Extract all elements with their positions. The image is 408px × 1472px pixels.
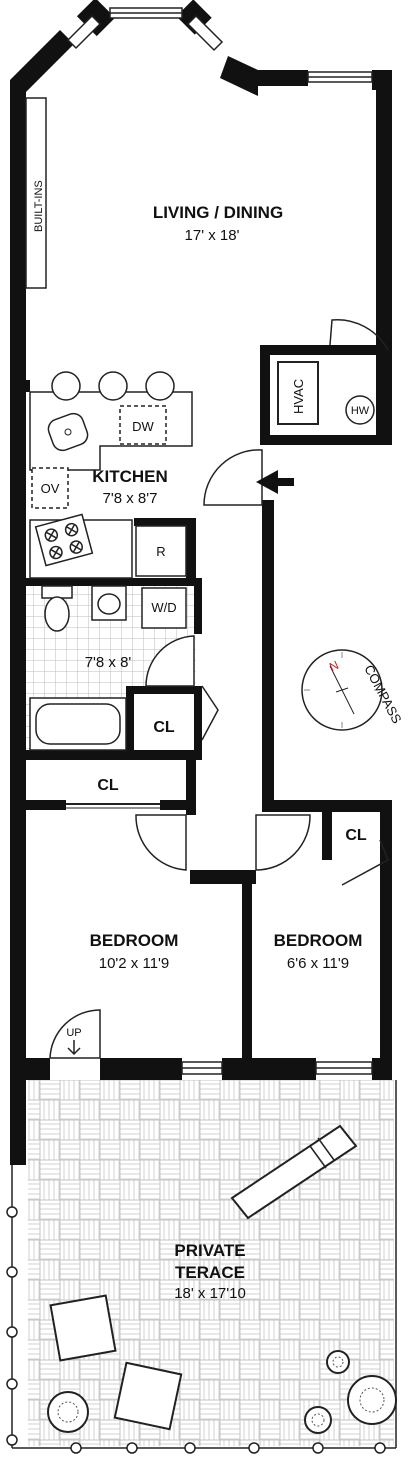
lounge-chair-square-1 xyxy=(49,1294,117,1362)
terrace-title-line2: TERACE xyxy=(175,1263,245,1282)
bath-door xyxy=(145,635,195,687)
terrace-stair: UP xyxy=(66,1027,82,1056)
terrace-title-line1: PRIVATE xyxy=(174,1241,245,1260)
dishwasher-label: DW xyxy=(132,419,154,434)
refrigerator-label: R xyxy=(156,544,165,559)
bath-dims: 7'8 x 8' xyxy=(85,654,132,671)
terrace-dims: 18' x 17'10 xyxy=(174,1285,246,1302)
bathtub xyxy=(29,697,127,751)
compass-rose: N COMPASS xyxy=(301,649,405,731)
planter-4 xyxy=(347,1375,397,1425)
bedroom2-closet-label: CL xyxy=(345,827,367,844)
hvac-label: HVAC xyxy=(291,379,306,414)
terrace-area xyxy=(6,1080,397,1454)
stair-up-label: UP xyxy=(66,1027,81,1039)
kitchen-dims: 7'8 x 8'7 xyxy=(103,490,158,507)
bath-sink xyxy=(91,585,127,621)
toilet xyxy=(41,585,73,632)
bedroom1-title: BEDROOM xyxy=(90,931,179,950)
kitchen-title: KITCHEN xyxy=(92,467,168,486)
walls xyxy=(10,0,392,1165)
bath-closet-door xyxy=(201,685,219,741)
hvac-closet-door xyxy=(329,319,389,351)
oven xyxy=(31,467,69,509)
stove xyxy=(34,513,94,567)
bedroom1-dims: 10'2 x 11'9 xyxy=(99,955,170,972)
bedroom2-door xyxy=(255,814,311,871)
bedroom2-dims: 6'6 x 11'9 xyxy=(287,955,349,972)
bedroom2-closet xyxy=(322,812,332,860)
washer-dryer xyxy=(141,587,187,629)
lounge-chair xyxy=(230,1124,358,1220)
oven-label: OV xyxy=(41,481,60,496)
bath-closet xyxy=(134,694,194,750)
railing xyxy=(6,1080,397,1454)
refrigerator xyxy=(135,525,187,577)
water-heater xyxy=(345,395,375,425)
washer-dryer-label: W/D xyxy=(151,600,176,615)
bedroom2-title: BEDROOM xyxy=(274,931,363,950)
terrace-door xyxy=(49,1009,101,1059)
kitchen-sink xyxy=(47,412,89,452)
planter-3 xyxy=(326,1350,350,1374)
entry-door xyxy=(203,449,263,506)
lounge-chair-square-2 xyxy=(113,1361,183,1431)
doors xyxy=(49,319,389,1059)
windows xyxy=(66,7,373,1075)
built-ins-label: BUILT-INS xyxy=(33,180,45,232)
entry-arrow-icon xyxy=(256,470,294,494)
dishwasher xyxy=(119,405,167,445)
living-room-title: LIVING / DINING xyxy=(153,203,283,222)
planter-1 xyxy=(47,1391,89,1433)
hall-closet-label: CL xyxy=(97,777,119,794)
bedroom1-door xyxy=(135,814,187,871)
bedroom2-closet-door xyxy=(341,839,389,886)
living-room-dims: 17' x 18' xyxy=(185,227,240,244)
planter-2 xyxy=(304,1406,332,1434)
built-ins-cabinet xyxy=(25,97,47,289)
bath-closet-label: CL xyxy=(153,719,175,736)
water-heater-label: HW xyxy=(351,405,370,417)
hvac-unit xyxy=(277,361,319,425)
